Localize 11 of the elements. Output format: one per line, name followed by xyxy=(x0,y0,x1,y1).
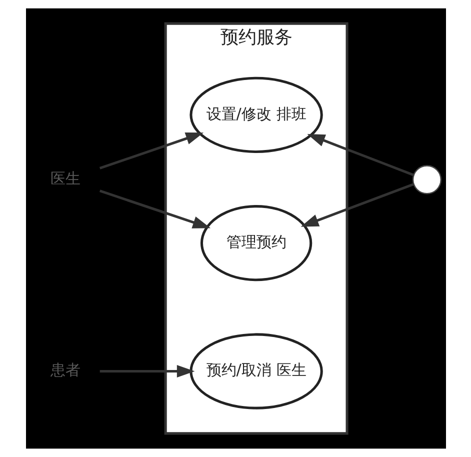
node-text: 患者 xyxy=(50,361,80,380)
node-ellipse: 预约/取消 医生 xyxy=(189,333,322,410)
node-person xyxy=(412,165,442,194)
arrow xyxy=(98,190,210,228)
arrow xyxy=(99,365,194,378)
node-text: 医生 xyxy=(50,170,80,188)
arrow xyxy=(300,182,414,227)
arrow xyxy=(98,132,204,170)
node-ellipse: 设置/修改 排班 xyxy=(189,76,322,153)
arrow xyxy=(306,134,414,176)
node-ellipse: 管理预约 xyxy=(200,205,312,282)
